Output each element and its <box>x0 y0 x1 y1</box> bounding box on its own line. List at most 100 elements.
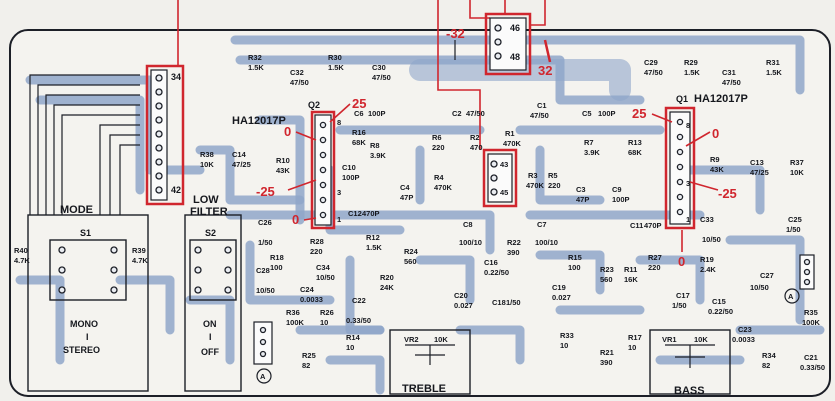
label-c28: C28 <box>256 266 270 275</box>
q1-pin-1: 1 <box>686 215 690 224</box>
value-c5: 100P <box>598 109 616 118</box>
label-c9: C9 <box>612 185 622 194</box>
value-c32: 47/50 <box>290 78 309 87</box>
value-r2: 470 <box>470 143 483 152</box>
label-r11: R11 <box>624 265 637 274</box>
value-r14: 10 <box>346 343 354 352</box>
label-c8: C8 <box>463 220 473 229</box>
label-r7: R7 <box>584 138 594 147</box>
value-r22: 390 <box>507 248 520 257</box>
label-r38: R38 <box>200 150 214 159</box>
vr1-label: VR1 <box>662 335 677 344</box>
label-c26: C26 <box>258 218 272 227</box>
value-r6: 220 <box>432 143 445 152</box>
value-r27: 220 <box>648 263 661 272</box>
label-c33: C33 <box>700 215 714 224</box>
value-c33: 10/50 <box>702 235 721 244</box>
label-c19: C19 <box>552 283 566 292</box>
value-r24: 560 <box>404 257 417 266</box>
label-r40: R40 <box>14 246 28 255</box>
switch-s2-label: S2 <box>205 228 216 238</box>
value-r12: 1.5K <box>366 243 382 252</box>
label-r39: R39 <box>132 246 146 255</box>
value-c2: 47/50 <box>466 109 485 118</box>
label-r12: R12 <box>366 233 380 242</box>
vr2-label: VR2 <box>404 335 419 344</box>
label-c34: C34 <box>316 263 331 272</box>
ic-q1: Q1 HA12017P 8 3 1 <box>664 93 748 230</box>
mono-separator: I <box>86 332 89 342</box>
q1-voltage-25: 25 <box>632 106 646 121</box>
value-c25: 1/50 <box>786 225 801 234</box>
q1-voltage-minus-25: -25 <box>718 186 737 201</box>
connector-label-34: 34 <box>171 72 181 82</box>
value-c29: 47/50 <box>644 68 663 77</box>
label-r8: R8 <box>370 141 380 150</box>
voltage-minus-32: -32 <box>446 26 465 41</box>
q1-label: Q1 <box>676 94 688 104</box>
label-r9: R9 <box>710 155 720 164</box>
mode-title: MODE <box>60 204 93 216</box>
value-c3: 47P <box>576 195 589 204</box>
q2-voltage-0-top: 0 <box>284 124 291 139</box>
label-c17: C17 <box>676 291 690 300</box>
value-r16: 68K <box>352 138 366 147</box>
bass-pot-block: VR1 10K BASS <box>649 329 731 397</box>
q2-voltage-minus-25: -25 <box>256 184 275 199</box>
value-r7: 3.9K <box>584 148 600 157</box>
label-r10: R10 <box>276 156 290 165</box>
q2-pin-8: 8 <box>337 118 341 127</box>
label-c29: C29 <box>644 58 658 67</box>
q1-voltage-0-bottom: 0 <box>678 254 685 269</box>
value-r37: 10K <box>790 168 804 177</box>
label-c10: C10 <box>342 163 356 172</box>
value-c18: 1/50 <box>506 298 521 307</box>
value-r23: 560 <box>600 275 613 284</box>
value-r15: 100 <box>568 263 581 272</box>
label-r2: R2 <box>470 133 480 142</box>
value-r5: 220 <box>548 181 561 190</box>
value-r17: 10 <box>628 343 636 352</box>
low-filter-title-line2: FILTER <box>190 206 228 218</box>
q2-part-label: HA12017P <box>232 115 286 127</box>
q2-pin-3: 3 <box>337 188 341 197</box>
value-c4: 47P <box>400 193 413 202</box>
value-r39: 4.7K <box>132 256 148 265</box>
value-c6: 100P <box>368 109 386 118</box>
value-c24: 0.0033 <box>300 295 323 304</box>
value-r9: 43K <box>710 165 724 174</box>
label-r26: R26 <box>320 308 334 317</box>
value-c17: 1/50 <box>672 301 687 310</box>
bass-label: BASS <box>674 385 705 397</box>
label-c11: C11 <box>630 221 643 230</box>
connector-right-small: A <box>784 254 815 304</box>
value-c28: 10/50 <box>256 286 275 295</box>
value-r38: 10K <box>200 160 214 169</box>
value-c21: 0.33/50 <box>800 363 825 372</box>
label-c5: C5 <box>582 109 592 118</box>
label-r34: R34 <box>762 351 777 360</box>
value-r1: 470K <box>503 139 522 148</box>
label-r17: R17 <box>628 333 642 342</box>
q2-voltage-25: 25 <box>352 96 366 111</box>
q1-pin-3: 3 <box>686 179 690 188</box>
value-r21: 390 <box>600 358 613 367</box>
label-r27: R27 <box>648 253 662 262</box>
value-c11: 470P <box>644 221 662 230</box>
label-r6: R6 <box>432 133 442 142</box>
q1-part-label: HA12017P <box>694 93 748 105</box>
label-r30: R30 <box>328 53 342 62</box>
value-r19: 2.4K <box>700 265 716 274</box>
value-r3: 470K <box>526 181 545 190</box>
value-r34: 82 <box>762 361 770 370</box>
value-r13: 68K <box>628 148 642 157</box>
connector-mid: 43 45 <box>482 148 518 208</box>
label-c23: C23 <box>738 325 752 334</box>
label-r31: R31 <box>766 58 780 67</box>
label-r23: R23 <box>600 265 614 274</box>
off-label: OFF <box>201 347 219 357</box>
connector-label-42: 42 <box>171 185 181 195</box>
label-c3: C3 <box>576 185 586 194</box>
